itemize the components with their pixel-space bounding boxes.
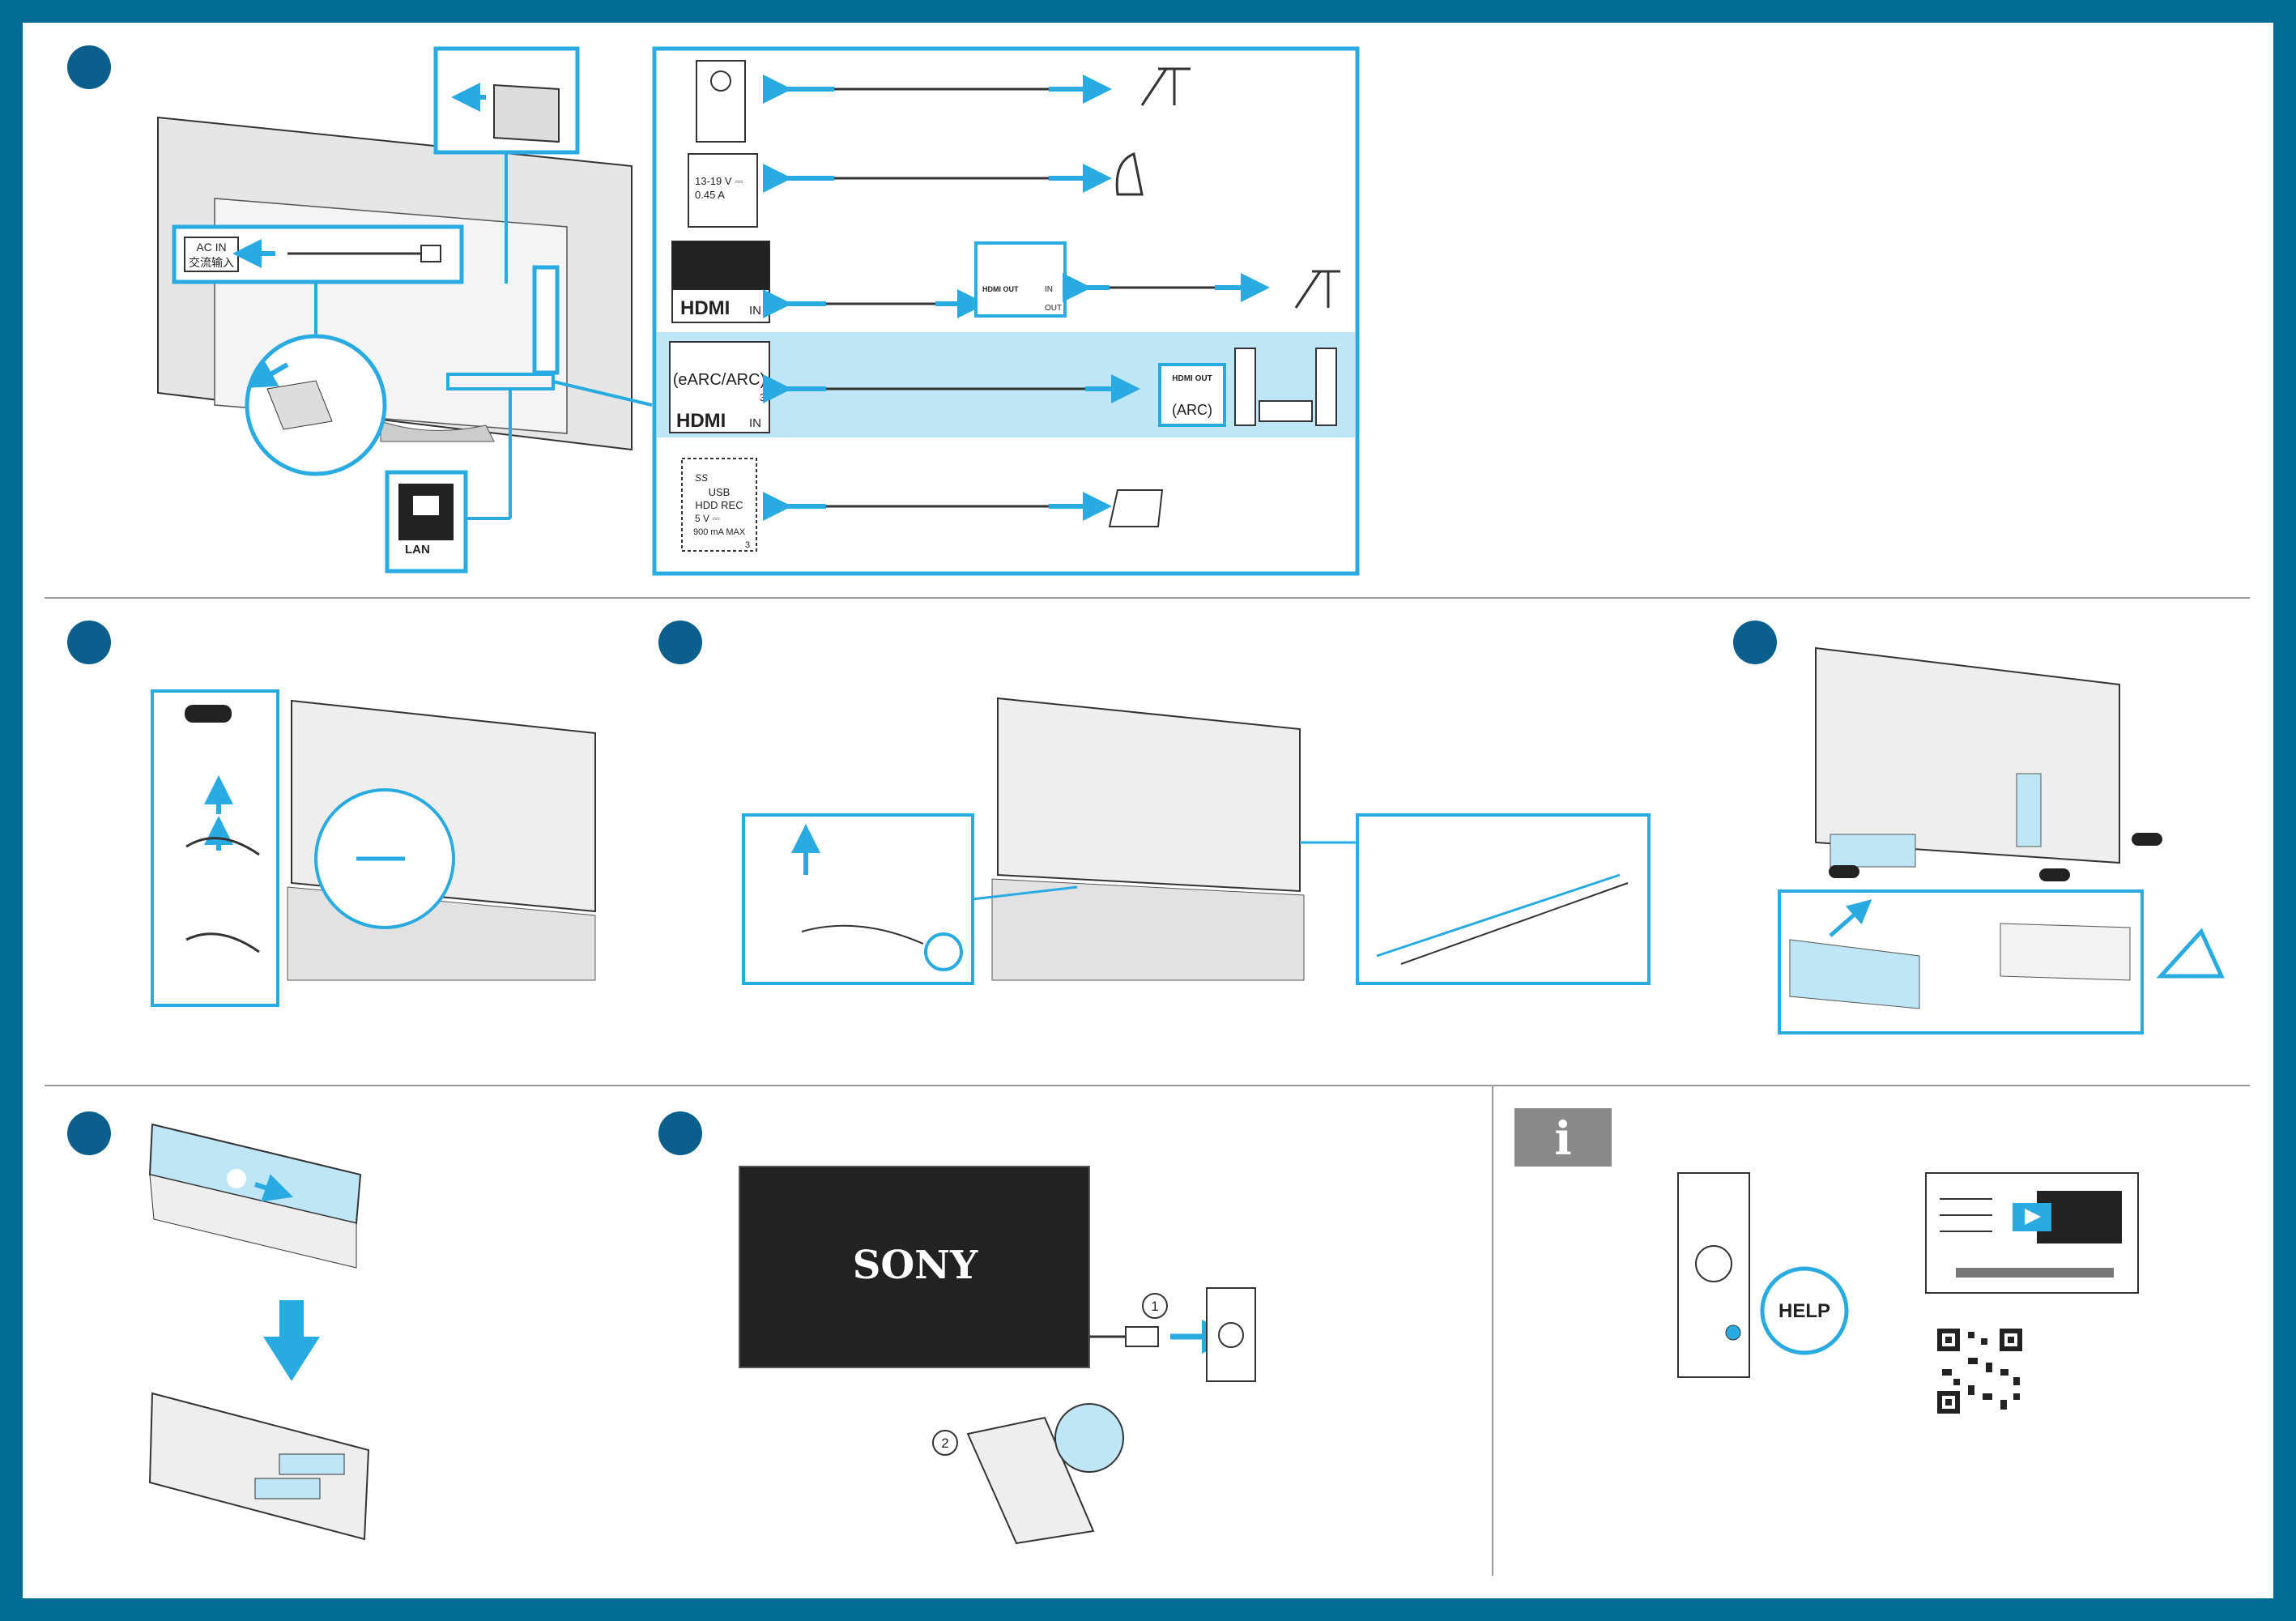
power-plug-icon xyxy=(421,245,441,262)
stb-out-label: OUT xyxy=(1045,304,1062,313)
power-button-zoom xyxy=(1055,1404,1123,1472)
hdmi-label: HDMI xyxy=(680,297,730,319)
earc-port-number: 3 xyxy=(760,391,765,403)
step-circle-5 xyxy=(67,1111,111,1155)
warning-icon xyxy=(2161,932,2221,976)
usb-voltage-label: 5 V ⎓ xyxy=(695,513,720,524)
qr-code-icon xyxy=(1934,1325,2026,1417)
tv-back-cable-mgmt xyxy=(998,698,1300,891)
power-plug-icon xyxy=(1126,1327,1158,1346)
step-circle-1 xyxy=(67,45,111,89)
tv-back-cover xyxy=(1816,648,2119,863)
step-circle-3 xyxy=(658,621,702,664)
help-label: HELP xyxy=(1778,1300,1830,1322)
usb-label: USB xyxy=(709,486,731,498)
wall-outlet-icon xyxy=(1207,1288,1255,1381)
usb-hdd-label: HDD REC xyxy=(695,499,743,511)
lnb-current-label: 0.45 A xyxy=(695,189,725,201)
remote-icon xyxy=(1678,1173,1749,1377)
info-icon: i xyxy=(1554,1112,1571,1166)
arc-label: (ARC) xyxy=(1172,402,1212,418)
step-circle-2 xyxy=(67,621,111,664)
lan-label: LAN xyxy=(405,543,430,557)
down-arrow xyxy=(263,1300,320,1381)
cable-route-right-detail xyxy=(1357,815,1649,983)
lnb-voltage-label: 13-19 V ⎓ xyxy=(695,175,743,187)
usb-port-number: 3 xyxy=(745,540,750,550)
step-two-label: 2 xyxy=(941,1435,948,1451)
speaker-right xyxy=(1316,348,1336,425)
av-receiver xyxy=(1259,401,1312,421)
cable-clip-detail xyxy=(152,691,278,1005)
brand-logo: SONY xyxy=(853,1243,978,1288)
cable-route-left-detail xyxy=(743,815,973,983)
hdmi-in-label: IN xyxy=(749,304,761,318)
speaker-left xyxy=(1235,348,1255,425)
ac-in-cn-label: 交流输入 xyxy=(189,256,234,269)
step-one-label: 1 xyxy=(1151,1299,1158,1314)
step-circle-4 xyxy=(1733,621,1777,664)
step-circle-6 xyxy=(658,1111,702,1155)
hdd-icon xyxy=(1110,490,1162,527)
usb-ss-label: SS xyxy=(695,472,708,484)
side-port-callout xyxy=(535,267,557,373)
stb-in-label: IN xyxy=(1045,285,1053,294)
stb-hdmi-out-label: HDMI OUT xyxy=(982,285,1019,293)
earc-hdmi-in-label: IN xyxy=(749,416,761,430)
usb-current-label: 900 mA MAX xyxy=(693,527,746,537)
soundbar-hdmi-out-label: HDMI OUT xyxy=(1172,374,1212,383)
earc-hdmi-label: HDMI xyxy=(676,410,726,432)
earc-label: (eARC/ARC) xyxy=(673,371,765,389)
ac-in-label: AC IN xyxy=(196,241,226,254)
